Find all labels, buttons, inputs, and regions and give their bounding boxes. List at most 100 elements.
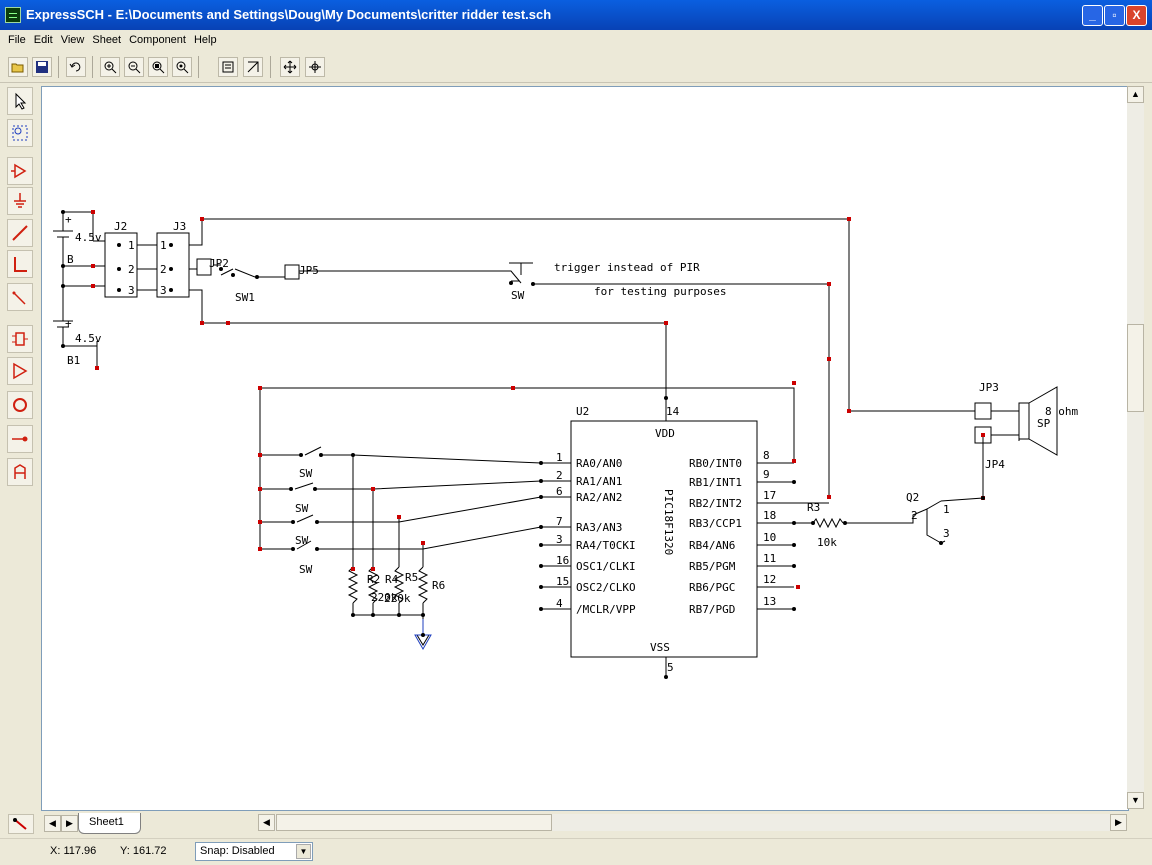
properties-icon[interactable]: [218, 57, 238, 77]
zoom-in-icon[interactable]: [100, 57, 120, 77]
menu-sheet[interactable]: Sheet: [92, 34, 122, 46]
select-arrow-icon[interactable]: [7, 87, 33, 115]
resistor-r5-label: R5: [405, 571, 418, 584]
ic-left-pin-name: RA1/AN1: [576, 475, 622, 488]
ic-right-pin-name: RB0/INT0: [689, 457, 742, 470]
zoom-page-icon[interactable]: [172, 57, 192, 77]
switch-push-label: SW: [511, 289, 525, 302]
buffer-icon[interactable]: [7, 357, 33, 385]
ic-right-pin-number: 12: [763, 573, 776, 586]
tab-prev-icon[interactable]: ◀: [44, 815, 61, 832]
vertical-scroll-thumb[interactable]: [1127, 324, 1144, 412]
j3-pin-1: 1: [160, 239, 167, 252]
ic-left-pin-number: 2: [556, 469, 563, 482]
status-bar: X: 117.96 Y: 161.72 Snap: Disabled ▼: [0, 838, 1152, 865]
resistor-r3-value: 10k: [817, 536, 837, 549]
scroll-right-icon[interactable]: ▶: [1110, 814, 1127, 831]
netlist-icon[interactable]: [243, 57, 263, 77]
ic-left-pin-name: OSC2/CLKO: [576, 581, 636, 594]
menu-edit[interactable]: Edit: [33, 34, 53, 46]
zoom-fit-icon[interactable]: [148, 57, 168, 77]
speaker-ref: SP: [1037, 417, 1051, 430]
bus-entry-icon[interactable]: [7, 283, 33, 311]
ic-right-pin-name: RB1/INT1: [689, 476, 742, 489]
text-icon[interactable]: [7, 458, 33, 486]
pin-icon[interactable]: [7, 425, 33, 453]
ic-icon[interactable]: [7, 325, 33, 353]
snap-value: Snap: Disabled: [200, 845, 275, 857]
resistor-r4-value: 220k: [384, 592, 411, 605]
resistor-r2-label: R2: [367, 573, 380, 586]
ic-part-name: PIC18F1320: [662, 489, 675, 555]
battery-top-label: B: [67, 253, 74, 266]
wire-icon[interactable]: [7, 219, 33, 247]
bus-icon[interactable]: [7, 250, 33, 278]
j3-pin-2: 2: [160, 263, 167, 276]
menu-file[interactable]: File: [8, 34, 26, 46]
horizontal-scrollbar[interactable]: ◀ ▶: [258, 814, 1127, 831]
sheet-properties-icon[interactable]: [8, 814, 34, 834]
ic-left-pin-name: RA0/AN0: [576, 457, 622, 470]
note-line-2: for testing purposes: [594, 285, 726, 298]
switch-input-4-label: SW: [299, 563, 313, 576]
ic-right-pin-name: RB5/PGM: [689, 560, 736, 573]
scroll-up-icon[interactable]: ▲: [1127, 86, 1144, 103]
component-palette: [5, 87, 35, 812]
resistor-r3-label: R3: [807, 501, 820, 514]
jumper-jp3-label: JP3: [979, 381, 999, 394]
close-button[interactable]: X: [1126, 5, 1147, 26]
center-icon[interactable]: [305, 57, 325, 77]
app-icon[interactable]: [5, 7, 21, 23]
ic-left-pin-number: 3: [556, 533, 563, 546]
undo-icon[interactable]: [66, 57, 86, 77]
vertical-scrollbar[interactable]: ▲ ▼: [1127, 86, 1144, 809]
switch-input-2-label: SW: [295, 502, 309, 515]
menu-view[interactable]: View: [60, 34, 85, 46]
toolbar: [0, 52, 1152, 83]
ic-right-pin-name: RB4/AN6: [689, 539, 735, 552]
scroll-down-icon[interactable]: ▼: [1127, 792, 1144, 809]
scroll-left-icon[interactable]: ◀: [258, 814, 275, 831]
open-folder-icon[interactable]: [8, 57, 28, 77]
connector-j3-label: J3: [173, 220, 186, 233]
resistor-r6-label: R6: [432, 579, 445, 592]
transistor-q2-label: Q2: [906, 491, 919, 504]
j2-pin-2: 2: [128, 263, 135, 276]
tab-next-icon[interactable]: ▶: [61, 815, 78, 832]
snap-dropdown[interactable]: Snap: Disabled ▼: [195, 842, 313, 861]
tab-sheet1[interactable]: Sheet1: [78, 813, 141, 834]
j2-pin-3: 3: [128, 284, 135, 297]
minimize-button[interactable]: _: [1082, 5, 1103, 26]
ic-vss-pin: 5: [667, 661, 674, 674]
schematic-canvas[interactable]: + 4.5v B + 4.5v B1 J2 J3 1 2 3 1 2 3 JP2…: [41, 86, 1129, 811]
ic-left-pin-name: OSC1/CLKI: [576, 560, 636, 573]
ic-left-pin-number: 7: [556, 515, 563, 528]
menu-bar: File Edit View Sheet Component Help: [0, 30, 1152, 52]
ic-right-pin-number: 13: [763, 595, 776, 608]
menu-help[interactable]: Help: [193, 34, 217, 46]
ic-right-pin-name: RB7/PGD: [689, 603, 735, 616]
zoom-area-icon[interactable]: [7, 119, 33, 147]
ic-vdd-label: VDD: [655, 427, 675, 440]
switch-input-3-label: SW: [295, 534, 309, 547]
transistor-pin-2: 2: [911, 509, 918, 522]
ic-right-pin-name: RB6/PGC: [689, 581, 735, 594]
zoom-out-icon[interactable]: [124, 57, 144, 77]
circle-icon[interactable]: [7, 391, 33, 419]
chevron-down-icon[interactable]: ▼: [296, 844, 311, 859]
ic-left-pin-name: RA4/T0CKI: [576, 539, 636, 552]
ic-ref: U2: [576, 405, 589, 418]
schematic-drawing[interactable]: + 4.5v B + 4.5v B1 J2 J3 1 2 3 1 2 3 JP2…: [42, 87, 1128, 810]
menu-component[interactable]: Component: [129, 34, 186, 46]
pan-icon[interactable]: [280, 57, 300, 77]
horizontal-scroll-thumb[interactable]: [276, 814, 552, 831]
maximize-button[interactable]: ▫: [1104, 5, 1125, 26]
component-icon[interactable]: [7, 157, 33, 185]
ic-right-pin-number: 11: [763, 552, 776, 565]
ground-icon[interactable]: [7, 187, 33, 215]
save-icon[interactable]: [32, 57, 52, 77]
ic-left-pin-number: 16: [556, 554, 569, 567]
j2-pin-1: 1: [128, 239, 135, 252]
ic-left-pin-name: RA3/AN3: [576, 521, 622, 534]
battery-bottom-label: B1: [67, 354, 80, 367]
